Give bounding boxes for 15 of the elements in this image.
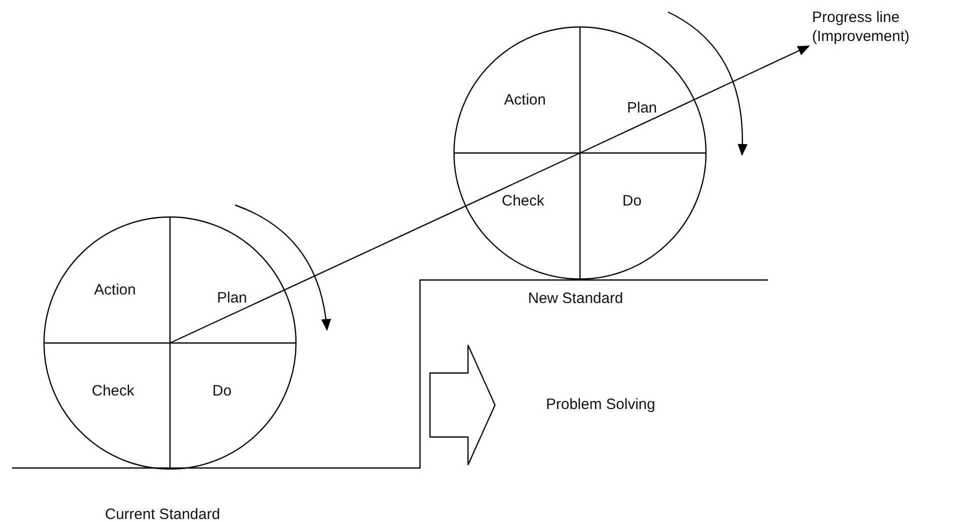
quadrant-label: Check — [92, 382, 134, 400]
pdca-circle — [453, 26, 707, 280]
progress-arrow — [580, 45, 810, 154]
caption-label: Problem Solving — [546, 396, 656, 413]
quadrant-label: Check — [502, 192, 544, 210]
quadrant-label: Plan — [626, 100, 658, 116]
caption-label: Current Standard — [105, 506, 220, 522]
quadrant-label: Do — [212, 382, 232, 400]
progress-line-label: Progress line (Improvement) — [812, 8, 952, 46]
pdca-circle — [43, 216, 297, 470]
quadrant-label: Action — [504, 92, 546, 108]
caption-label: New Standard — [528, 290, 624, 307]
quadrant-label: Action — [94, 282, 136, 298]
quadrant-label: Plan — [216, 290, 248, 306]
quadrant-label: Do — [622, 192, 642, 210]
